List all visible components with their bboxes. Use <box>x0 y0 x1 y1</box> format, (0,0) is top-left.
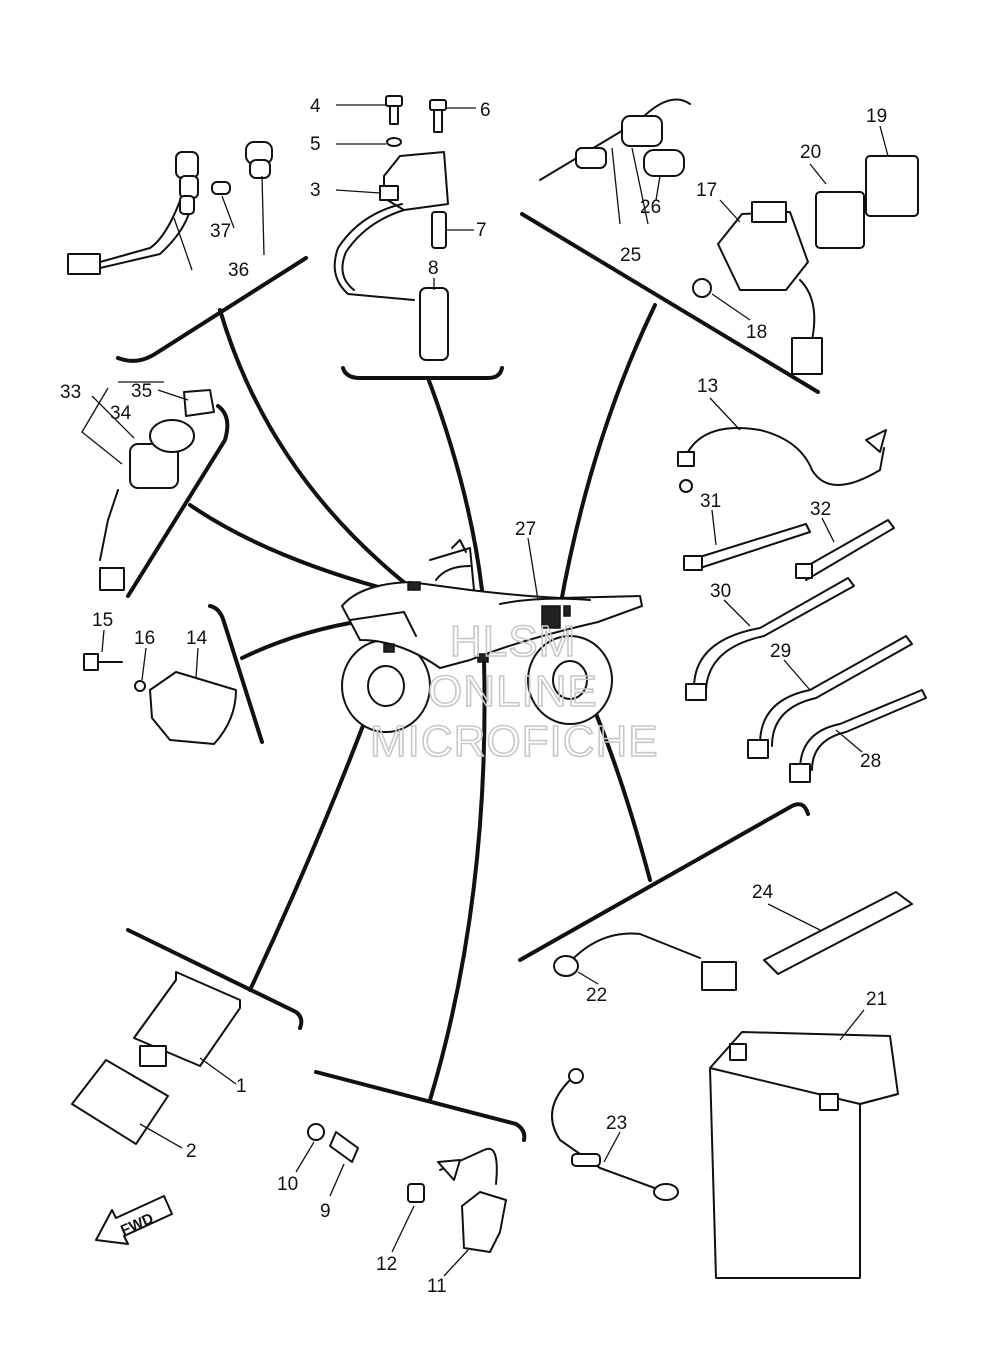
callout-9: 9 <box>320 1201 331 1222</box>
callout-19: 19 <box>866 106 887 127</box>
callout-21: 21 <box>866 989 887 1010</box>
callout-33: 33 <box>60 382 81 403</box>
callout-1: 1 <box>236 1076 247 1097</box>
callout-27: 27 <box>515 519 536 540</box>
watermark-line-2: ONLINE <box>428 667 598 716</box>
watermark-line-1: HLSM <box>450 617 576 666</box>
watermark: HLSM ONLINE MICROFICHE <box>369 616 659 767</box>
callout-28: 28 <box>860 751 881 772</box>
group-brackets <box>116 212 820 1142</box>
callout-34: 34 <box>110 403 132 424</box>
callout-35: 35 <box>131 381 152 402</box>
callout-10: 10 <box>277 1174 298 1195</box>
callout-32: 32 <box>810 499 831 520</box>
callout-23: 23 <box>606 1113 627 1134</box>
callout-15: 15 <box>92 610 113 631</box>
leader-lines <box>81 104 889 1277</box>
callout-4: 4 <box>310 96 321 117</box>
callout-17: 17 <box>696 180 717 201</box>
callout-30: 30 <box>710 581 731 602</box>
callout-7: 7 <box>476 220 487 241</box>
callout-20: 20 <box>800 142 821 163</box>
callout-31: 31 <box>700 491 721 512</box>
part-sketches: FWD <box>67 95 927 1279</box>
callout-12: 12 <box>376 1254 397 1275</box>
callout-11: 11 <box>427 1276 447 1297</box>
callout-8: 8 <box>428 258 439 279</box>
callout-6: 6 <box>480 100 491 121</box>
callout-29: 29 <box>770 641 791 662</box>
callout-5: 5 <box>310 134 321 155</box>
callout-26: 26 <box>640 197 661 218</box>
callout-25: 25 <box>620 245 641 266</box>
callout-3: 3 <box>310 180 321 201</box>
watermark-line-3: MICROFICHE <box>370 717 659 766</box>
callout-24: 24 <box>752 882 774 903</box>
callout-13: 13 <box>697 376 718 397</box>
callout-14: 14 <box>186 628 208 649</box>
callout-numbers: 1 2 3 4 5 6 7 8 9 10 11 12 13 14 15 16 1… <box>60 96 887 1297</box>
callout-36: 36 <box>228 260 249 281</box>
atv-illustration <box>341 539 643 733</box>
callout-16: 16 <box>134 628 155 649</box>
callout-37: 37 <box>210 221 231 242</box>
callout-18: 18 <box>746 322 767 343</box>
callout-22: 22 <box>586 985 607 1006</box>
callout-2: 2 <box>186 1141 197 1162</box>
